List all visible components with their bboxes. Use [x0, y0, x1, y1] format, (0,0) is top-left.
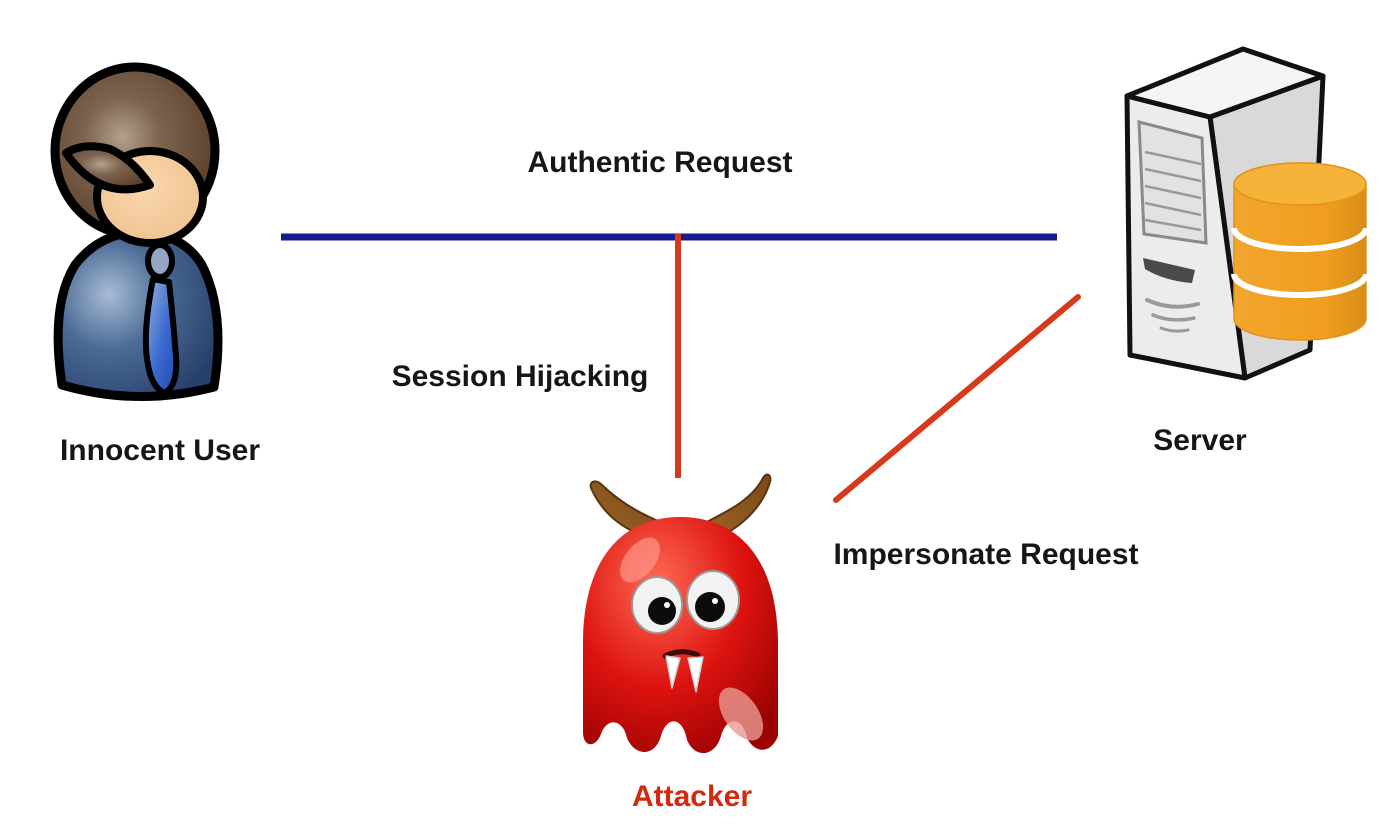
- attacker-label: Attacker: [631, 780, 753, 813]
- impersonate-request-line: [833, 294, 1081, 503]
- impersonate-request-label: Impersonate Request: [833, 538, 1139, 571]
- devil-ghost-icon: [583, 473, 778, 754]
- server-database-icon: [1124, 46, 1369, 381]
- business-user-icon: [50, 62, 223, 402]
- session-hijacking-label: Session Hijacking: [391, 360, 649, 393]
- innocent-user-label: Innocent User: [59, 434, 261, 467]
- authentic-request-label: Authentic Request: [527, 146, 793, 179]
- server-label: Server: [1153, 424, 1247, 457]
